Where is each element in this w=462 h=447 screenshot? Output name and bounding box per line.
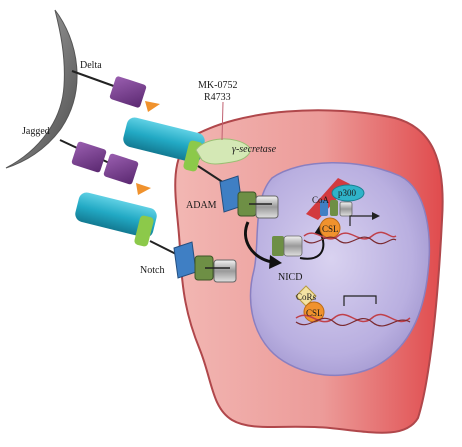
notch-receptor-lower bbox=[75, 192, 177, 255]
cors-label: CoRs bbox=[296, 292, 317, 302]
coa-label: CoA bbox=[312, 195, 330, 205]
csl-repressed-label: CSL bbox=[306, 308, 323, 318]
inhibitor-pointer-line bbox=[221, 101, 224, 141]
nucleus bbox=[249, 162, 431, 376]
gamma-secretase bbox=[195, 138, 251, 165]
csl-active-label: CSL bbox=[322, 224, 339, 234]
cleavage-arrowhead bbox=[269, 255, 282, 269]
signal-sending-cell bbox=[5, 9, 78, 169]
nicd-label: NICD bbox=[278, 272, 302, 283]
jagged-label: Jagged bbox=[22, 126, 50, 137]
p300-label: p300 bbox=[338, 188, 357, 198]
notch-label: Notch bbox=[140, 265, 164, 276]
active-transcription-complex bbox=[303, 178, 397, 245]
delta-ligand bbox=[71, 70, 160, 112]
gamma-secretase-label: γ-secretase bbox=[232, 144, 277, 155]
adam-label: ADAM bbox=[186, 200, 217, 211]
membrane-complex-lower bbox=[173, 241, 237, 283]
membrane-complex-upper bbox=[219, 175, 279, 219]
inhibitor-label-1: MK-0752 bbox=[198, 80, 237, 91]
jagged-ligand bbox=[59, 139, 151, 195]
delta-label: Delta bbox=[80, 60, 102, 71]
nicd-fragment bbox=[272, 235, 303, 257]
cleavage-arrow bbox=[244, 221, 273, 264]
inhibitor-label-2: R4733 bbox=[204, 92, 231, 103]
repressed-transcription-complex bbox=[295, 285, 411, 327]
